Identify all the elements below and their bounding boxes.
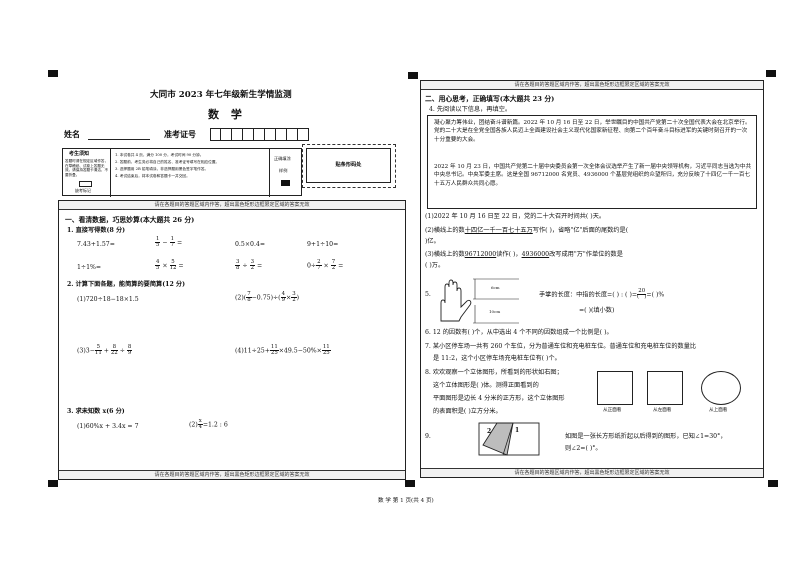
q4-1: (1)2022 年 10 月 16 日至 22 日，党的二十大召开时间共( )天… bbox=[425, 213, 606, 220]
view-left-square bbox=[647, 371, 683, 405]
calc-4: 9+1÷10= bbox=[307, 241, 339, 248]
view-label-top: 从上面看 bbox=[709, 408, 728, 413]
calc-3: 0.5×0.4= bbox=[235, 241, 266, 248]
q4-3-cont: ( )万。 bbox=[425, 262, 445, 269]
name-label: 姓名 bbox=[64, 129, 80, 139]
q4-title: 4. 先阅读以下信息，再填空。 bbox=[429, 106, 512, 113]
barcode-area: 贴条形码处 bbox=[302, 144, 396, 188]
calc-5: 1÷1%= bbox=[77, 264, 102, 271]
right-strip-top: 请在各题目的答题区域内作答，超出黑色矩形边框限定区域的答案无效 bbox=[421, 81, 763, 90]
view-label-left: 从左面看 bbox=[653, 408, 672, 413]
left-strip-bottom: 请在各题目的答题区域内作答，超出黑色矩形边框限定区域的答案无效 bbox=[59, 470, 405, 479]
q1-title: 1. 直接写得数(8 分) bbox=[67, 227, 126, 234]
passage-2: 2022 年 10 月 23 日，中国共产党第二十届中央委员会第一次全体会议选举… bbox=[434, 164, 752, 187]
registration-mark bbox=[766, 70, 776, 77]
hand-ruler-figure bbox=[440, 278, 519, 324]
q9-line2: 则∠2=( )°。 bbox=[565, 445, 602, 452]
q4-2: (2)横线上的数十四亿一千一百七十五万写作( )，省略"亿"后面的尾数约是( bbox=[425, 227, 629, 234]
exam-subject: 数 学 bbox=[208, 108, 246, 121]
left-answer-panel: 请在各题目的答题区域内作答，超出黑色矩形边框限定区域的答案无效 请在各题目的答题… bbox=[58, 200, 406, 480]
q3-title: 3. 求未知数 x(6 分) bbox=[67, 408, 125, 415]
q8-line2: 这个立体图形是( )体。测得正面看到的 bbox=[433, 382, 539, 389]
registration-mark bbox=[48, 480, 58, 487]
calc-1: 7.43+1.57= bbox=[77, 241, 115, 248]
name-field[interactable] bbox=[88, 139, 150, 140]
registration-mark bbox=[48, 70, 58, 77]
fill-example-mark bbox=[281, 180, 290, 186]
q2-1: (1)720÷18−18×1.5 bbox=[77, 296, 139, 303]
q8-line3: 平面图形是边长 4 分米的正方形，这个立体图形 bbox=[433, 395, 565, 402]
left-strip-top: 请在各题目的答题区域内作答，超出黑色矩形边框限定区域的答案无效 bbox=[59, 201, 405, 210]
right-answer-panel: 请在各题目的答题区域内作答，超出黑色矩形边框限定区域的答案无效 请在各题目的答题… bbox=[420, 80, 764, 478]
q7-line2: 是 11:2，这个小区停车场充电桩车位有( )个。 bbox=[433, 355, 561, 362]
ruler-label-6cm: 6cm bbox=[491, 285, 500, 290]
q9-angle-1: 1 bbox=[515, 427, 520, 434]
q4-2-cont: )亿。 bbox=[425, 238, 440, 245]
exam-title: 大同市 2023 年七年级新生学情监测 bbox=[150, 90, 292, 100]
q8-line1: 8. 欢欢观察一个立体图形，所看到的形状如右图； bbox=[425, 369, 563, 376]
q9-angle-2: 2 bbox=[487, 428, 492, 435]
q3-1: (1)60%x + 3.4x = 7 bbox=[77, 423, 139, 430]
fill-example-value: 样例 bbox=[279, 168, 288, 173]
notice-text: 答题时请在规定区域作答，在草稿纸、试卷上答题无效。请保持答题卡清洁，不要折叠。 bbox=[65, 159, 109, 178]
section2-title: 二、用心思考，正确填写(本大题共 23 分) bbox=[425, 95, 555, 103]
reading-passage: 凝心聚力筹伟业，团结奋斗谱新篇。2022 年 10 月 16 日至 22 日，举… bbox=[427, 115, 757, 209]
notice-block: 考生须知 答题时请在规定区域作答，在草稿纸、试卷上答题无效。请保持答题卡清洁，不… bbox=[62, 148, 302, 197]
q5-number: 5. bbox=[425, 291, 431, 298]
missing-checkbox[interactable] bbox=[79, 181, 92, 187]
view-top-circle bbox=[701, 371, 741, 405]
missing-label: 缺考标记 bbox=[75, 188, 91, 193]
registration-mark bbox=[405, 480, 415, 487]
id-boxes[interactable] bbox=[210, 128, 309, 141]
q8-line4: 的表面积是( )立方分米。 bbox=[433, 408, 502, 415]
barcode-label: 贴条形码处 bbox=[335, 161, 362, 168]
q5-ratio: 手掌的长度：中指的长度=( ) : ( )=20( )=( )% bbox=[539, 288, 665, 301]
section1-title: 一、看清数据，巧思妙算(本大题共 26 分) bbox=[65, 216, 195, 224]
q7-line1: 7. 某小区停车场一共有 260 个车位，分为普通车位和充电桩车位。普通车位和充… bbox=[425, 343, 697, 350]
right-strip-bottom: 请在各题目的答题区域内作答，超出黑色矩形边框限定区域的答案无效 bbox=[421, 468, 763, 477]
notice-title: 考生须知 bbox=[69, 151, 90, 157]
view-front-square bbox=[597, 371, 633, 405]
q2-title: 2. 计算下面各题，能简算的要简算(12 分) bbox=[67, 281, 186, 288]
passage-1: 凝心聚力筹伟业，团结奋斗谱新篇。2022 年 10 月 16 日至 22 日，举… bbox=[434, 120, 751, 143]
rules-list: 1. 本试卷共 4 页，满分 100 分，考试时间 90 分钟。 2. 答题前，… bbox=[115, 153, 220, 179]
ruler-label-10cm: 10cm bbox=[489, 309, 501, 314]
q9-line1: 如图是一张长方形纸折起以后得到的图形，已知∠1=30°， bbox=[565, 433, 727, 440]
q9-number: 9. bbox=[425, 433, 431, 440]
registration-mark bbox=[768, 480, 778, 487]
view-label-front: 从正面看 bbox=[603, 408, 622, 413]
q4-3: (3)横线上的数96712000读作( )，4936000改写成用"万"作单位的… bbox=[425, 251, 623, 258]
registration-mark bbox=[408, 72, 418, 79]
folded-paper-figure bbox=[478, 422, 540, 456]
q6: 6. 12 的因数有( )个，从中选出 4 个不同的因数组成一个比例是( )。 bbox=[425, 329, 613, 336]
id-label: 准考证号 bbox=[164, 129, 196, 139]
fill-example-label: 正确填涂 bbox=[274, 156, 291, 161]
page-footer: 数 学 第 1 页(共 4 页) bbox=[378, 498, 434, 504]
q5-decimal: =( )(填小数) bbox=[579, 307, 615, 314]
